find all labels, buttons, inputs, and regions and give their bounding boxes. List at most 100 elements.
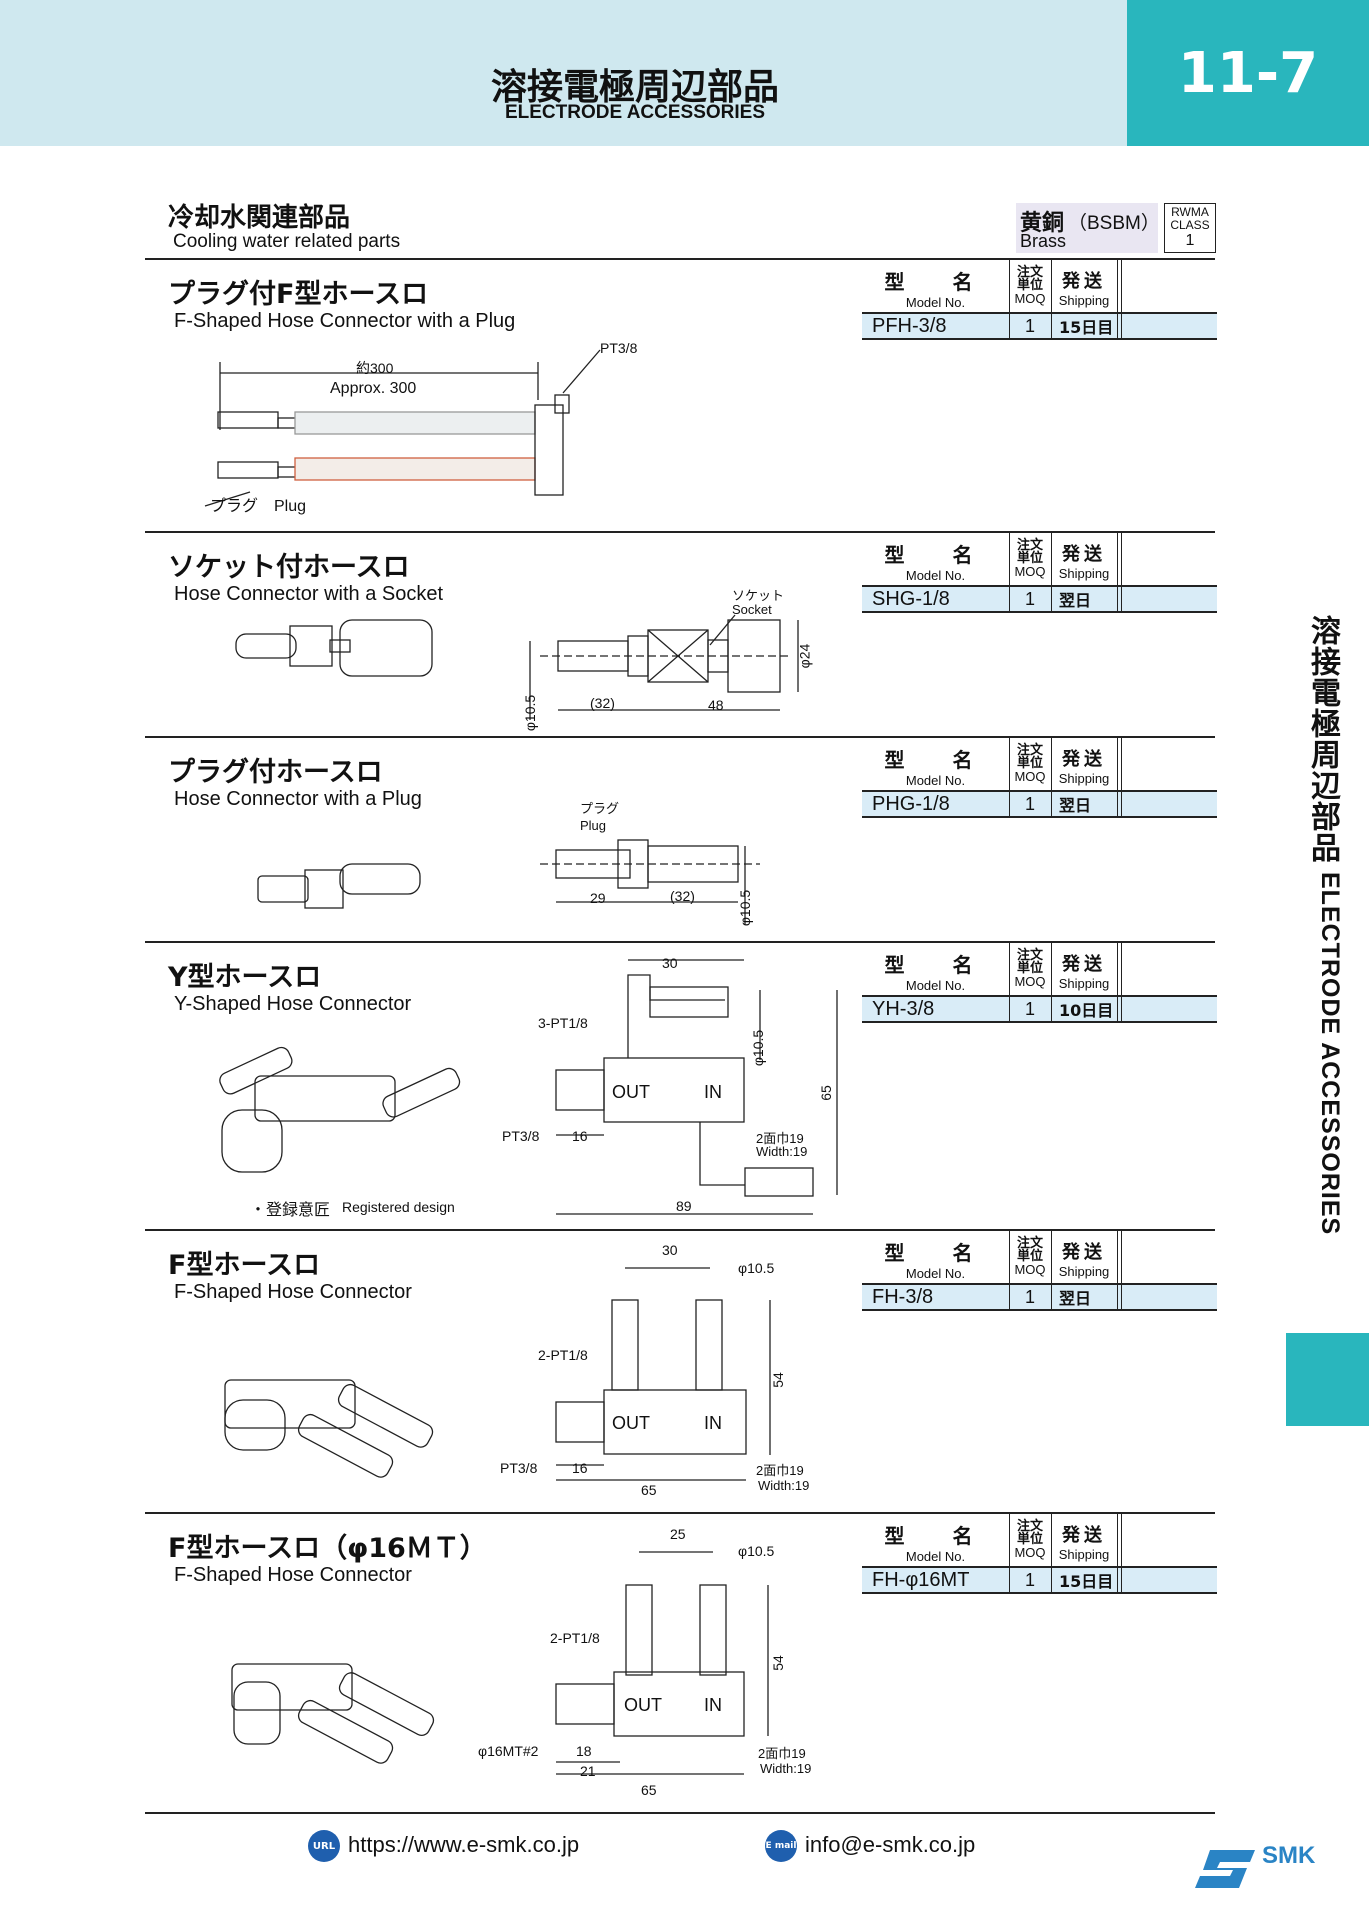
email-link[interactable]: info@e-smk.co.jp [805, 1832, 976, 1857]
moq-header-jp: 注文単位 [1016, 743, 1043, 771]
section-divider [145, 941, 1215, 943]
model-number: FH-3/8 [872, 1285, 934, 1308]
shg-drawing [529, 614, 799, 720]
moq-header-jp: 注文単位 [1016, 538, 1043, 566]
model-number: PHG-1/8 [872, 792, 950, 815]
category-title-jp: 冷却水関連部品 [168, 203, 351, 233]
shipping-value: 15日目 [1059, 1572, 1114, 1591]
dim-label: φ10.5 [738, 1543, 775, 1559]
dim-label: 25 [670, 1526, 686, 1542]
dim-label: 約300 [356, 360, 394, 376]
sidebar-title-jp: 溶接電極周辺部品 [1305, 615, 1340, 863]
dim-label: 65 [641, 1782, 657, 1798]
in-label: IN [704, 1695, 722, 1715]
dim-label: Width:19 [760, 1761, 812, 1776]
dim-label: 2面巾19 [756, 1131, 804, 1146]
moq-header-jp: 注文単位 [1016, 1236, 1043, 1264]
model-number: SHG-1/8 [872, 587, 950, 610]
category-title-en: Cooling water related parts [173, 231, 401, 252]
dim-label: (32) [670, 888, 695, 904]
shg-product-image [235, 619, 433, 677]
dim-label: Plug [580, 818, 607, 833]
product-title-en: F-Shaped Hose Connector [174, 1564, 412, 1586]
dim-label: 65 [641, 1482, 657, 1498]
moq-header-en: MOQ [1014, 291, 1046, 306]
model-header-en: Model No. [905, 1549, 966, 1564]
product-title-jp: F型ホースロ [168, 1250, 321, 1281]
dim-label: PT3/8 [502, 1128, 540, 1144]
moq-header-en: MOQ [1014, 1545, 1046, 1560]
model-header-jp: 型 名 [884, 1241, 987, 1265]
product-title-jp: Y型ホースロ [168, 962, 322, 993]
shipping-value: 翌日 [1059, 796, 1092, 815]
material-en: Brass [1020, 231, 1067, 251]
moq-header-en: MOQ [1014, 564, 1046, 579]
out-label: OUT [612, 1413, 650, 1433]
dim-label: 3-PT1/8 [538, 1015, 588, 1031]
dim-label: 48 [708, 697, 724, 713]
product-title-jp: ソケット付ホースロ [168, 552, 410, 583]
model-header-en: Model No. [905, 773, 966, 788]
spec-table-row: SHG-1/8 1 翌日 [862, 585, 1217, 613]
out-label: OUT [624, 1695, 662, 1715]
model-number: YH-3/8 [872, 997, 935, 1020]
dim-label: ソケット [732, 588, 785, 603]
model-number: FH-φ16MT [872, 1568, 970, 1591]
section-divider [145, 258, 1215, 260]
fh-product-image [224, 1379, 434, 1478]
fh16mt-product-image [231, 1663, 435, 1764]
spec-table-row: YH-3/8 1 10日目 [862, 995, 1217, 1023]
section-divider [145, 531, 1215, 533]
page-number: 11-7 [1127, 0, 1369, 146]
model-header-en: Model No. [905, 295, 966, 310]
dim-label: 21 [580, 1763, 596, 1779]
dim-label: 2-PT1/8 [550, 1630, 600, 1646]
dim-label: 2面巾19 [756, 1463, 804, 1478]
website-link[interactable]: https://www.e-smk.co.jp [348, 1832, 580, 1857]
shipping-value: 15日目 [1059, 318, 1114, 337]
mail-icon: E mail [765, 1830, 797, 1862]
material-jp: 黄銅 [1020, 211, 1065, 236]
moq-header-en: MOQ [1014, 769, 1046, 784]
dim-label: φ10.5 [750, 1029, 767, 1067]
dim-label: 2-PT1/8 [538, 1347, 588, 1363]
moq-header-jp: 注文単位 [1016, 948, 1043, 976]
dim-label: PT3/8 [500, 1460, 538, 1476]
moq-value: 1 [1024, 1286, 1035, 1307]
product-title-jp: プラグ付ホースロ [168, 757, 383, 788]
section-divider [145, 1229, 1215, 1231]
rwma-class-value: 1 [1185, 232, 1195, 249]
spec-table-row: FH-3/8 1 翌日 [862, 1283, 1217, 1311]
dim-label: 30 [662, 1242, 678, 1258]
ship-header-jp: 発送 [1062, 954, 1106, 975]
dim-label: (32) [590, 695, 615, 711]
dim-label: 16 [572, 1128, 588, 1144]
dim-label: プラグ Plug [210, 498, 307, 515]
smk-logo-mark [1195, 1850, 1255, 1888]
product-title-en: Hose Connector with a Plug [174, 788, 422, 810]
dim-label: φ24 [796, 643, 813, 669]
dim-label: PT3/8 [600, 340, 638, 356]
ship-header-en: Shipping [1058, 771, 1110, 786]
ship-header-jp: 発送 [1062, 1525, 1106, 1546]
product-title-en: F-Shaped Hose Connector [174, 1281, 412, 1303]
url-icon: URL [308, 1830, 340, 1862]
section-divider [145, 1512, 1215, 1514]
pfh-product-image [204, 349, 601, 507]
fh16mt-drawing [555, 1551, 769, 1775]
moq-header-en: MOQ [1014, 1262, 1046, 1277]
sidebar-tab-marker [1286, 1333, 1369, 1426]
ship-header-jp: 発送 [1062, 749, 1106, 770]
dim-label: φ10.5 [522, 694, 539, 732]
product-title-jp: プラグ付F型ホースロ [168, 279, 429, 310]
